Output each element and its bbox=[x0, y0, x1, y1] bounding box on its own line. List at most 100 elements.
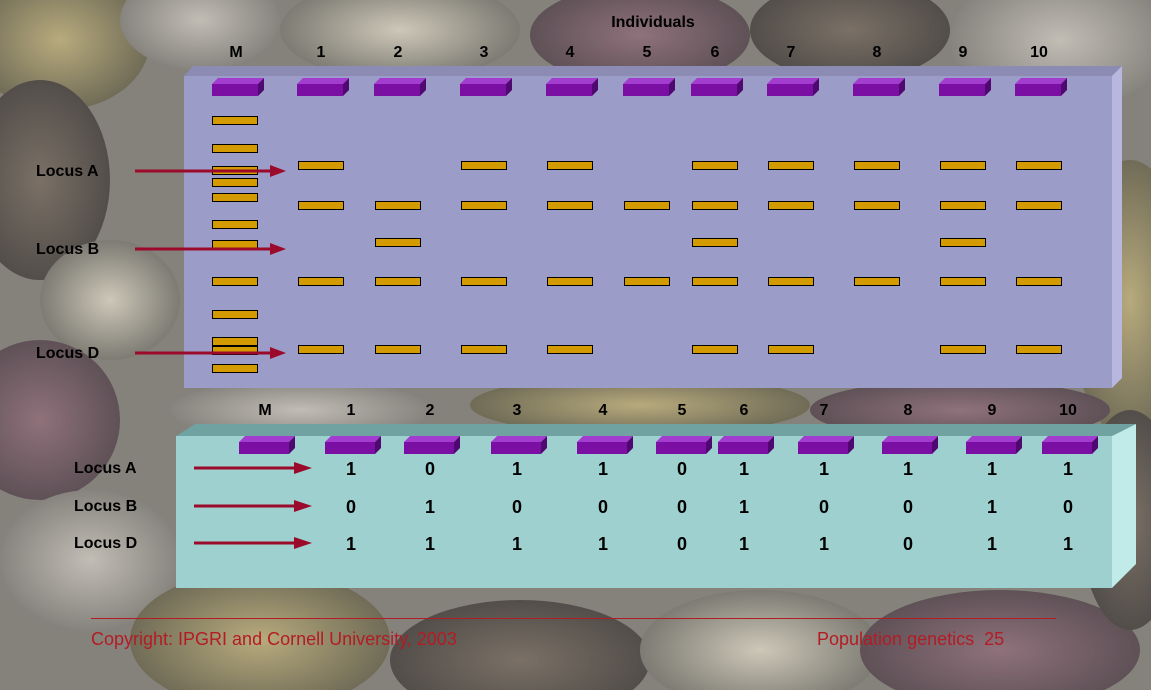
bottom-gel-top-face bbox=[176, 424, 1136, 436]
top-well-10 bbox=[1015, 78, 1067, 96]
top-lane-label-5: 5 bbox=[642, 44, 652, 61]
top-well-7 bbox=[767, 78, 819, 96]
sample-band bbox=[692, 161, 738, 170]
sample-band bbox=[298, 201, 344, 210]
sample-band bbox=[624, 201, 670, 210]
bottom-lane-label-8: 8 bbox=[903, 402, 913, 419]
bottom-well-7 bbox=[798, 436, 854, 454]
score-cell: 0 bbox=[902, 497, 914, 517]
bottom-well-9 bbox=[966, 436, 1022, 454]
top-locus-a-label: Locus A bbox=[36, 163, 99, 180]
top-well-4 bbox=[546, 78, 598, 96]
top-lane-label-1: 1 bbox=[316, 44, 326, 61]
score-cell: 1 bbox=[511, 459, 523, 479]
sample-band bbox=[854, 161, 900, 170]
sample-band bbox=[375, 201, 421, 210]
top-well-2 bbox=[374, 78, 426, 96]
sample-band bbox=[461, 201, 507, 210]
sample-band bbox=[375, 277, 421, 286]
bottom-row-label: Locus B bbox=[74, 498, 138, 515]
score-cell: 1 bbox=[424, 534, 436, 554]
score-cell: 0 bbox=[597, 497, 609, 517]
bottom-lane-label-9: 9 bbox=[987, 402, 997, 419]
marker-band bbox=[212, 193, 258, 202]
score-cell: 0 bbox=[424, 459, 436, 479]
sample-band bbox=[547, 345, 593, 354]
marker-band bbox=[212, 310, 258, 319]
score-cell: 1 bbox=[738, 534, 750, 554]
sample-band bbox=[940, 238, 986, 247]
bottom-row-arrow bbox=[194, 537, 312, 549]
slide-title-page-number: Population genetics 25 bbox=[817, 629, 1005, 649]
top-lane-label-8: 8 bbox=[872, 44, 882, 61]
sample-band bbox=[298, 161, 344, 170]
sample-band bbox=[461, 161, 507, 170]
bottom-gel-side-face bbox=[1112, 424, 1136, 588]
sample-band bbox=[768, 161, 814, 170]
top-lane-label-3: 3 bbox=[479, 44, 489, 61]
marker-band bbox=[212, 220, 258, 229]
sample-band bbox=[461, 345, 507, 354]
sample-band bbox=[375, 345, 421, 354]
sample-band bbox=[940, 161, 986, 170]
marker-band bbox=[212, 178, 258, 187]
bottom-row-label: Locus D bbox=[74, 535, 138, 552]
top-lane-label-6: 6 bbox=[710, 44, 720, 61]
bottom-row-arrow bbox=[194, 462, 312, 474]
marker-band bbox=[212, 364, 258, 373]
sample-band bbox=[940, 345, 986, 354]
top-well-9 bbox=[939, 78, 991, 96]
sample-band bbox=[768, 345, 814, 354]
marker-band bbox=[212, 144, 258, 153]
bottom-well-2 bbox=[404, 436, 460, 454]
top-lane-label-4: 4 bbox=[565, 44, 575, 61]
top-gel bbox=[184, 76, 1112, 388]
bottom-lane-label-1: 1 bbox=[346, 402, 356, 419]
sample-band bbox=[1016, 161, 1062, 170]
score-cell: 0 bbox=[511, 497, 523, 517]
score-cell: 1 bbox=[345, 534, 357, 554]
score-cell: 1 bbox=[1062, 459, 1074, 479]
sample-band bbox=[547, 161, 593, 170]
bottom-gel bbox=[176, 436, 1112, 588]
top-lane-label-9: 9 bbox=[958, 44, 968, 61]
sample-band bbox=[692, 345, 738, 354]
score-cell: 0 bbox=[1062, 497, 1074, 517]
copyright-text: Copyright: IPGRI and Cornell University,… bbox=[91, 629, 457, 649]
score-cell: 0 bbox=[345, 497, 357, 517]
bottom-well-6 bbox=[718, 436, 774, 454]
sample-band bbox=[692, 201, 738, 210]
top-well-8 bbox=[853, 78, 905, 96]
sample-band bbox=[547, 277, 593, 286]
score-cell: 1 bbox=[818, 459, 830, 479]
top-well-6 bbox=[691, 78, 743, 96]
marker-band bbox=[212, 346, 258, 355]
bottom-lane-label-7: 7 bbox=[819, 402, 829, 419]
top-locus-b-label: Locus B bbox=[36, 241, 100, 258]
individuals-header: Individuals bbox=[611, 14, 695, 31]
top-well-m bbox=[212, 78, 264, 96]
marker-band bbox=[212, 166, 258, 175]
bottom-well-m bbox=[239, 436, 295, 454]
sample-band bbox=[298, 277, 344, 286]
top-gel-side-face bbox=[1112, 66, 1122, 388]
marker-band bbox=[212, 337, 258, 346]
bottom-lane-label-3: 3 bbox=[512, 402, 522, 419]
sample-band bbox=[461, 277, 507, 286]
sample-band bbox=[1016, 277, 1062, 286]
score-cell: 1 bbox=[902, 459, 914, 479]
sample-band bbox=[1016, 201, 1062, 210]
score-cell: 1 bbox=[345, 459, 357, 479]
score-cell: 0 bbox=[676, 497, 688, 517]
bottom-lane-label-6: 6 bbox=[739, 402, 749, 419]
top-well-1 bbox=[297, 78, 349, 96]
score-cell: 0 bbox=[902, 534, 914, 554]
bottom-lane-label-10: 10 bbox=[1059, 402, 1077, 419]
sample-band bbox=[1016, 345, 1062, 354]
sample-band bbox=[768, 277, 814, 286]
bottom-lane-label-5: 5 bbox=[677, 402, 687, 419]
bottom-well-3 bbox=[491, 436, 547, 454]
score-cell: 1 bbox=[511, 534, 523, 554]
sample-band bbox=[854, 277, 900, 286]
score-cell: 1 bbox=[424, 497, 436, 517]
